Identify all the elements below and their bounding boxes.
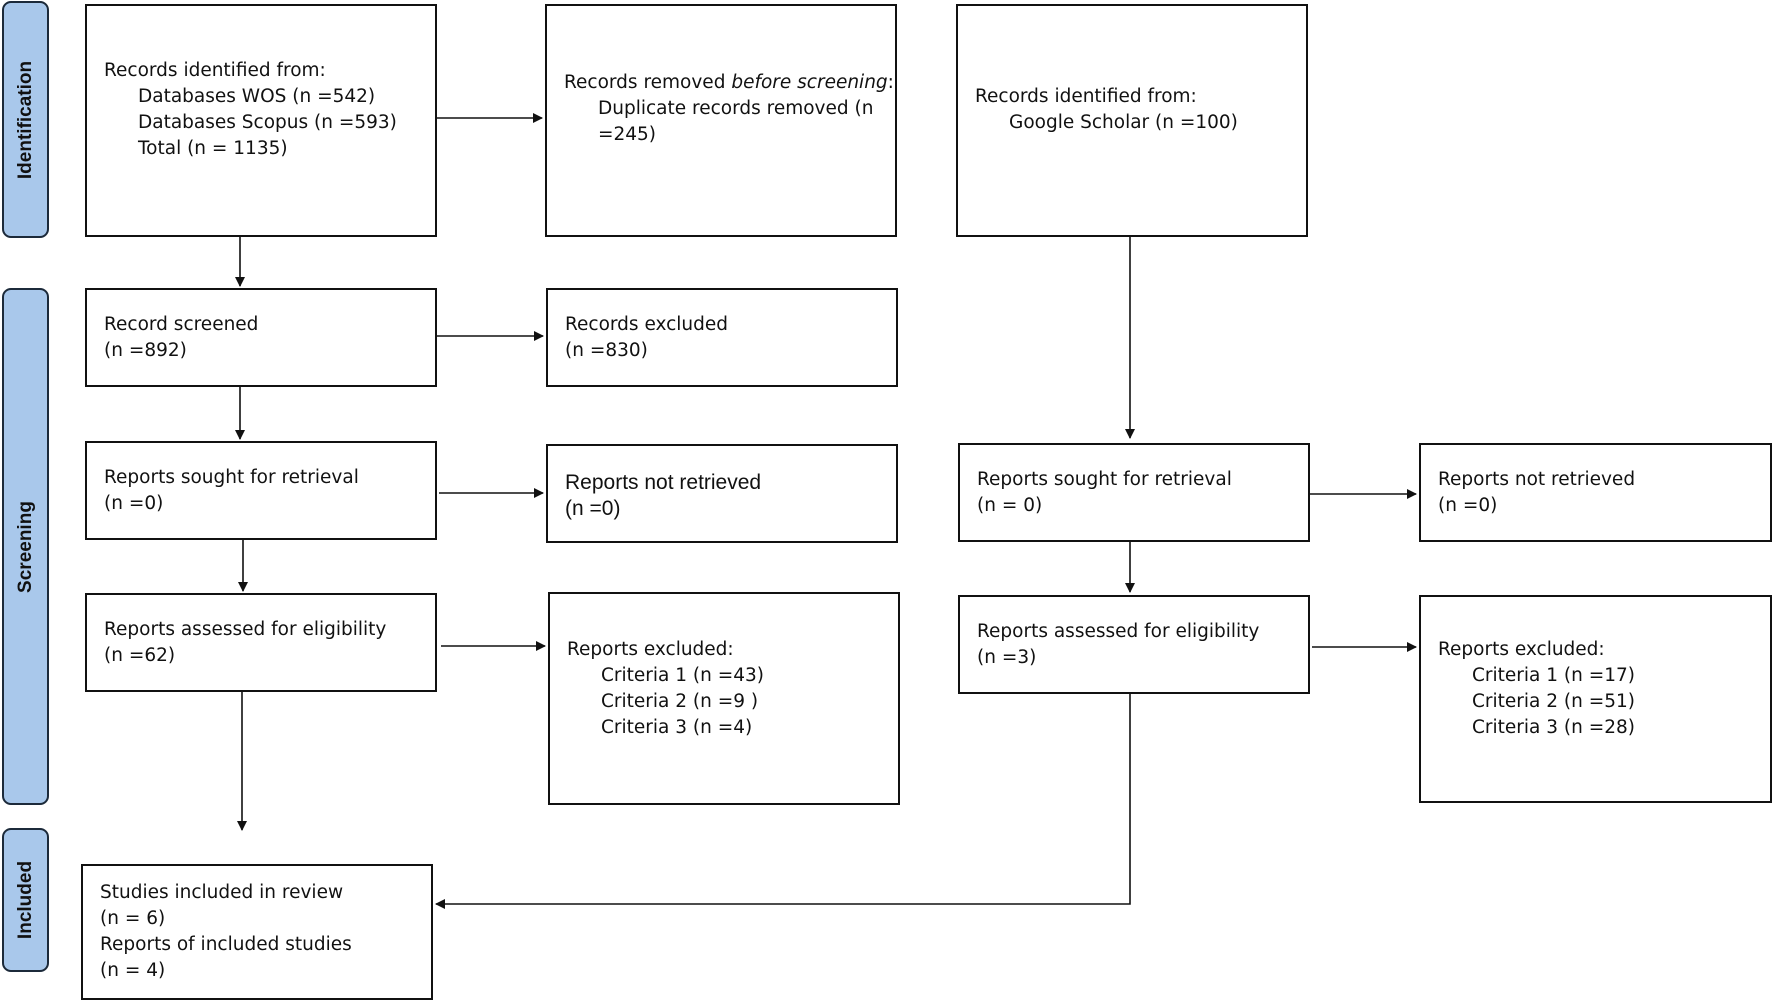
reports-assessed-right-box: Reports assessed for eligibility (n =3): [958, 595, 1310, 694]
reports-assessed-right-count: (n =3): [977, 647, 1037, 668]
records-identified-heading: Records identified from:: [104, 60, 326, 81]
reports-not-retrieved-left-title: Reports not retrieved: [565, 471, 762, 494]
reports-excluded-left-criteria-3: Criteria 3 (n =4): [601, 717, 753, 738]
reports-excluded-right-criteria-1: Criteria 1 (n =17): [1472, 665, 1635, 686]
reports-assessed-left-box: Reports assessed for eligibility (n =62): [85, 593, 437, 692]
record-screened-count: (n =892): [104, 340, 187, 361]
phase-screening: Screening: [2, 288, 49, 805]
phase-identification: Identification: [2, 1, 49, 238]
phase-included: Included: [2, 828, 49, 972]
databases-total-count: Total (n = 1135): [138, 138, 288, 159]
reports-not-retrieved-right-title: Reports not retrieved: [1438, 469, 1636, 490]
reports-excluded-right-criteria-3: Criteria 3 (n =28): [1472, 717, 1635, 738]
reports-not-retrieved-right-count: (n =0): [1438, 495, 1498, 516]
databases-scopus-count: Databases Scopus (n =593): [138, 112, 397, 133]
records-excluded-count: (n =830): [565, 340, 648, 361]
reports-sought-left-title: Reports sought for retrieval: [104, 467, 359, 488]
records-excluded-title: Records excluded: [565, 314, 729, 335]
studies-included-box: Studies included in review (n = 6) Repor…: [81, 864, 433, 1000]
reports-included-title: Reports of included studies: [100, 934, 352, 955]
reports-included-count: (n = 4): [100, 960, 166, 981]
reports-sought-left-count: (n =0): [104, 493, 164, 514]
reports-sought-right-title: Reports sought for retrieval: [977, 469, 1232, 490]
reports-excluded-left-box: Reports excluded: Criteria 1 (n =43) Cri…: [548, 592, 900, 805]
records-removed-box: Records removed before screening: Duplic…: [545, 4, 897, 237]
records-removed-heading: Records removed before screening:: [564, 72, 894, 93]
scholar-heading: Records identified from:: [975, 86, 1197, 107]
reports-excluded-right-heading: Reports excluded:: [1438, 639, 1605, 660]
reports-sought-right-count: (n = 0): [977, 495, 1043, 516]
reports-not-retrieved-right-box: Reports not retrieved (n =0): [1419, 443, 1772, 542]
reports-not-retrieved-left-box: Reports not retrieved (n =0): [546, 444, 898, 543]
records-excluded-box: Records excluded (n =830): [546, 288, 898, 387]
records-identified-scholar-box: Records identified from: Google Scholar …: [956, 4, 1308, 237]
records-identified-databases-box: Records identified from: Databases WOS (…: [85, 4, 437, 237]
google-scholar-count: Google Scholar (n =100): [1009, 112, 1238, 133]
record-screened-title: Record screened: [104, 314, 259, 335]
reports-not-retrieved-left-count: (n =0): [565, 497, 621, 520]
reports-assessed-left-title: Reports assessed for eligibility: [104, 619, 387, 640]
studies-included-title: Studies included in review: [100, 882, 344, 903]
arrow-assessed-right-to-included: [435, 694, 1131, 909]
reports-sought-left-box: Reports sought for retrieval (n =0): [85, 441, 437, 540]
studies-included-count: (n = 6): [100, 908, 166, 929]
reports-excluded-right-criteria-2: Criteria 2 (n =51): [1472, 691, 1635, 712]
reports-excluded-left-criteria-1: Criteria 1 (n =43): [601, 665, 764, 686]
reports-assessed-left-count: (n =62): [104, 645, 176, 666]
duplicate-records-line-2: =245): [598, 124, 657, 145]
duplicate-records-line-1: Duplicate records removed (n: [598, 98, 874, 119]
reports-excluded-right-box: Reports excluded: Criteria 1 (n =17) Cri…: [1419, 595, 1772, 803]
reports-sought-right-box: Reports sought for retrieval (n = 0): [958, 443, 1310, 542]
record-screened-box: Record screened (n =892): [85, 288, 437, 387]
databases-wos-count: Databases WOS (n =542): [138, 86, 376, 107]
reports-assessed-right-title: Reports assessed for eligibility: [977, 621, 1260, 642]
reports-excluded-left-heading: Reports excluded:: [567, 639, 734, 660]
reports-excluded-left-criteria-2: Criteria 2 (n =9 ): [601, 691, 759, 712]
